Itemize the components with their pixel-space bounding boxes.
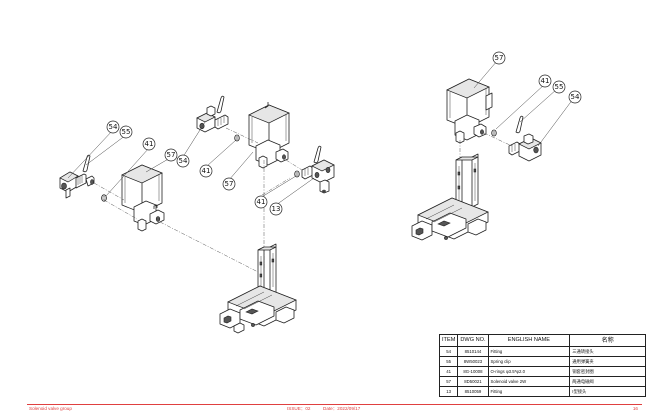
svg-text:57: 57 xyxy=(225,180,234,188)
bom-header-english: ENGLISH NAME xyxy=(487,334,571,347)
svg-text:41: 41 xyxy=(257,198,266,206)
middle-spring-clip xyxy=(216,95,225,114)
callout-left-57: 57 xyxy=(164,148,178,162)
footer-page-number: 16 xyxy=(632,405,638,411)
middle-mounting-bracket xyxy=(219,243,297,334)
bom-header-dwg: DWG NO. xyxy=(457,334,489,347)
middle-straight-fitting xyxy=(301,159,335,194)
right-mounting-bracket xyxy=(411,153,489,241)
table-row: 57 8D50021 Solenoid valve 2W 两通电磁阀 xyxy=(438,376,646,387)
bom-chinese: 两通电磁阀 xyxy=(569,376,646,387)
middle-o-ring-upper xyxy=(234,134,240,142)
bom-chinese: I型接头 xyxy=(569,386,646,397)
right-spring-clip xyxy=(515,115,524,134)
footer-title: Solenoid valve group xyxy=(29,405,72,411)
svg-text:55: 55 xyxy=(555,83,564,91)
svg-text:57: 57 xyxy=(495,54,504,62)
svg-text:57: 57 xyxy=(167,151,176,159)
footer-issue: ISSUE：02 xyxy=(287,405,311,411)
bom-chinese: 铜套密封圈 xyxy=(569,366,646,377)
leader-lines xyxy=(67,60,574,206)
svg-text:54: 54 xyxy=(571,93,580,101)
bom-dwg: 8510059 xyxy=(457,386,489,397)
right-solenoid-valve xyxy=(446,78,493,144)
bom-dwg: 8W50023 xyxy=(457,356,489,367)
svg-text:54: 54 xyxy=(109,123,118,131)
bom-item: 57 xyxy=(438,376,459,387)
footer-date: Date：2022/09/17 xyxy=(323,405,361,411)
middle-valve-assembly xyxy=(196,95,335,268)
bom-item: 41 xyxy=(438,366,459,377)
svg-text:55: 55 xyxy=(122,128,131,136)
page-footer: Solenoid valve group ISSUE：02 Date：2022/… xyxy=(27,404,642,412)
svg-text:41: 41 xyxy=(202,167,211,175)
callout-right-57: 57 xyxy=(492,51,506,65)
middle-solenoid-valve xyxy=(248,102,290,169)
bom-english: Fitting xyxy=(487,386,571,397)
bom-chinese: 三通转接头 xyxy=(569,346,646,357)
callout-middle-41b: 41 xyxy=(254,195,268,209)
bill-of-materials-table: ITEM DWG NO. ENGLISH NAME 名称 54 8510144 … xyxy=(438,334,646,397)
bom-item: 13 xyxy=(438,386,459,397)
bom-item: 54 xyxy=(438,346,459,357)
svg-text:54: 54 xyxy=(179,157,188,165)
right-tee-fitting xyxy=(508,133,542,162)
callout-right-41: 41 xyxy=(538,74,552,88)
bom-chinese: 通用弹簧夹 xyxy=(569,356,646,367)
right-o-ring xyxy=(491,129,497,137)
left-solenoid-valve xyxy=(121,164,165,232)
callout-middle-13: 13 xyxy=(269,202,283,216)
callout-left-55: 55 xyxy=(119,125,133,139)
bom-dwg: 8D50021 xyxy=(457,376,489,387)
bom-english: Fitting xyxy=(487,346,571,357)
callout-left-41: 41 xyxy=(142,137,156,151)
bom-item: 55 xyxy=(438,356,459,367)
svg-text:41: 41 xyxy=(541,77,550,85)
middle-tee-fitting xyxy=(196,105,229,133)
middle-right-spring-clip xyxy=(313,145,322,164)
bom-english: Spring clip xyxy=(487,356,571,367)
callout-middle-54: 54 xyxy=(176,154,190,168)
bom-header-chinese: 名称 xyxy=(569,334,646,347)
callout-middle-57: 57 xyxy=(222,177,236,191)
left-spring-clip xyxy=(82,154,91,173)
bom-english: Solenoid valve 2W xyxy=(487,376,571,387)
table-row: 41 8G-10008 O-rings φ3.5*φ2.0 铜套密封圈 xyxy=(438,366,646,377)
table-row: 13 8510059 Fitting I型接头 xyxy=(438,386,646,397)
bom-dwg: 8510144 xyxy=(457,346,489,357)
table-row: 55 8W50023 Spring clip 通用弹簧夹 xyxy=(438,356,646,367)
left-tee-fitting xyxy=(59,171,95,199)
bom-english: O-rings φ3.5*φ2.0 xyxy=(487,366,571,377)
svg-text:13: 13 xyxy=(272,205,281,213)
left-valve-assembly xyxy=(59,154,263,275)
callout-right-55: 55 xyxy=(552,80,566,94)
right-valve-assembly xyxy=(411,78,542,241)
bom-header-item: ITEM xyxy=(438,334,459,347)
callout-right-54: 54 xyxy=(568,90,582,104)
callout-left-54: 54 xyxy=(106,120,120,134)
table-row: 54 8510144 Fitting 三通转接头 xyxy=(438,346,646,357)
callout-middle-41: 41 xyxy=(199,164,213,178)
svg-text:41: 41 xyxy=(145,140,154,148)
middle-o-ring-lower xyxy=(294,170,300,178)
bom-header-row: ITEM DWG NO. ENGLISH NAME 名称 xyxy=(438,334,646,347)
bom-dwg: 8G-10008 xyxy=(457,366,489,377)
left-o-ring xyxy=(101,194,107,202)
